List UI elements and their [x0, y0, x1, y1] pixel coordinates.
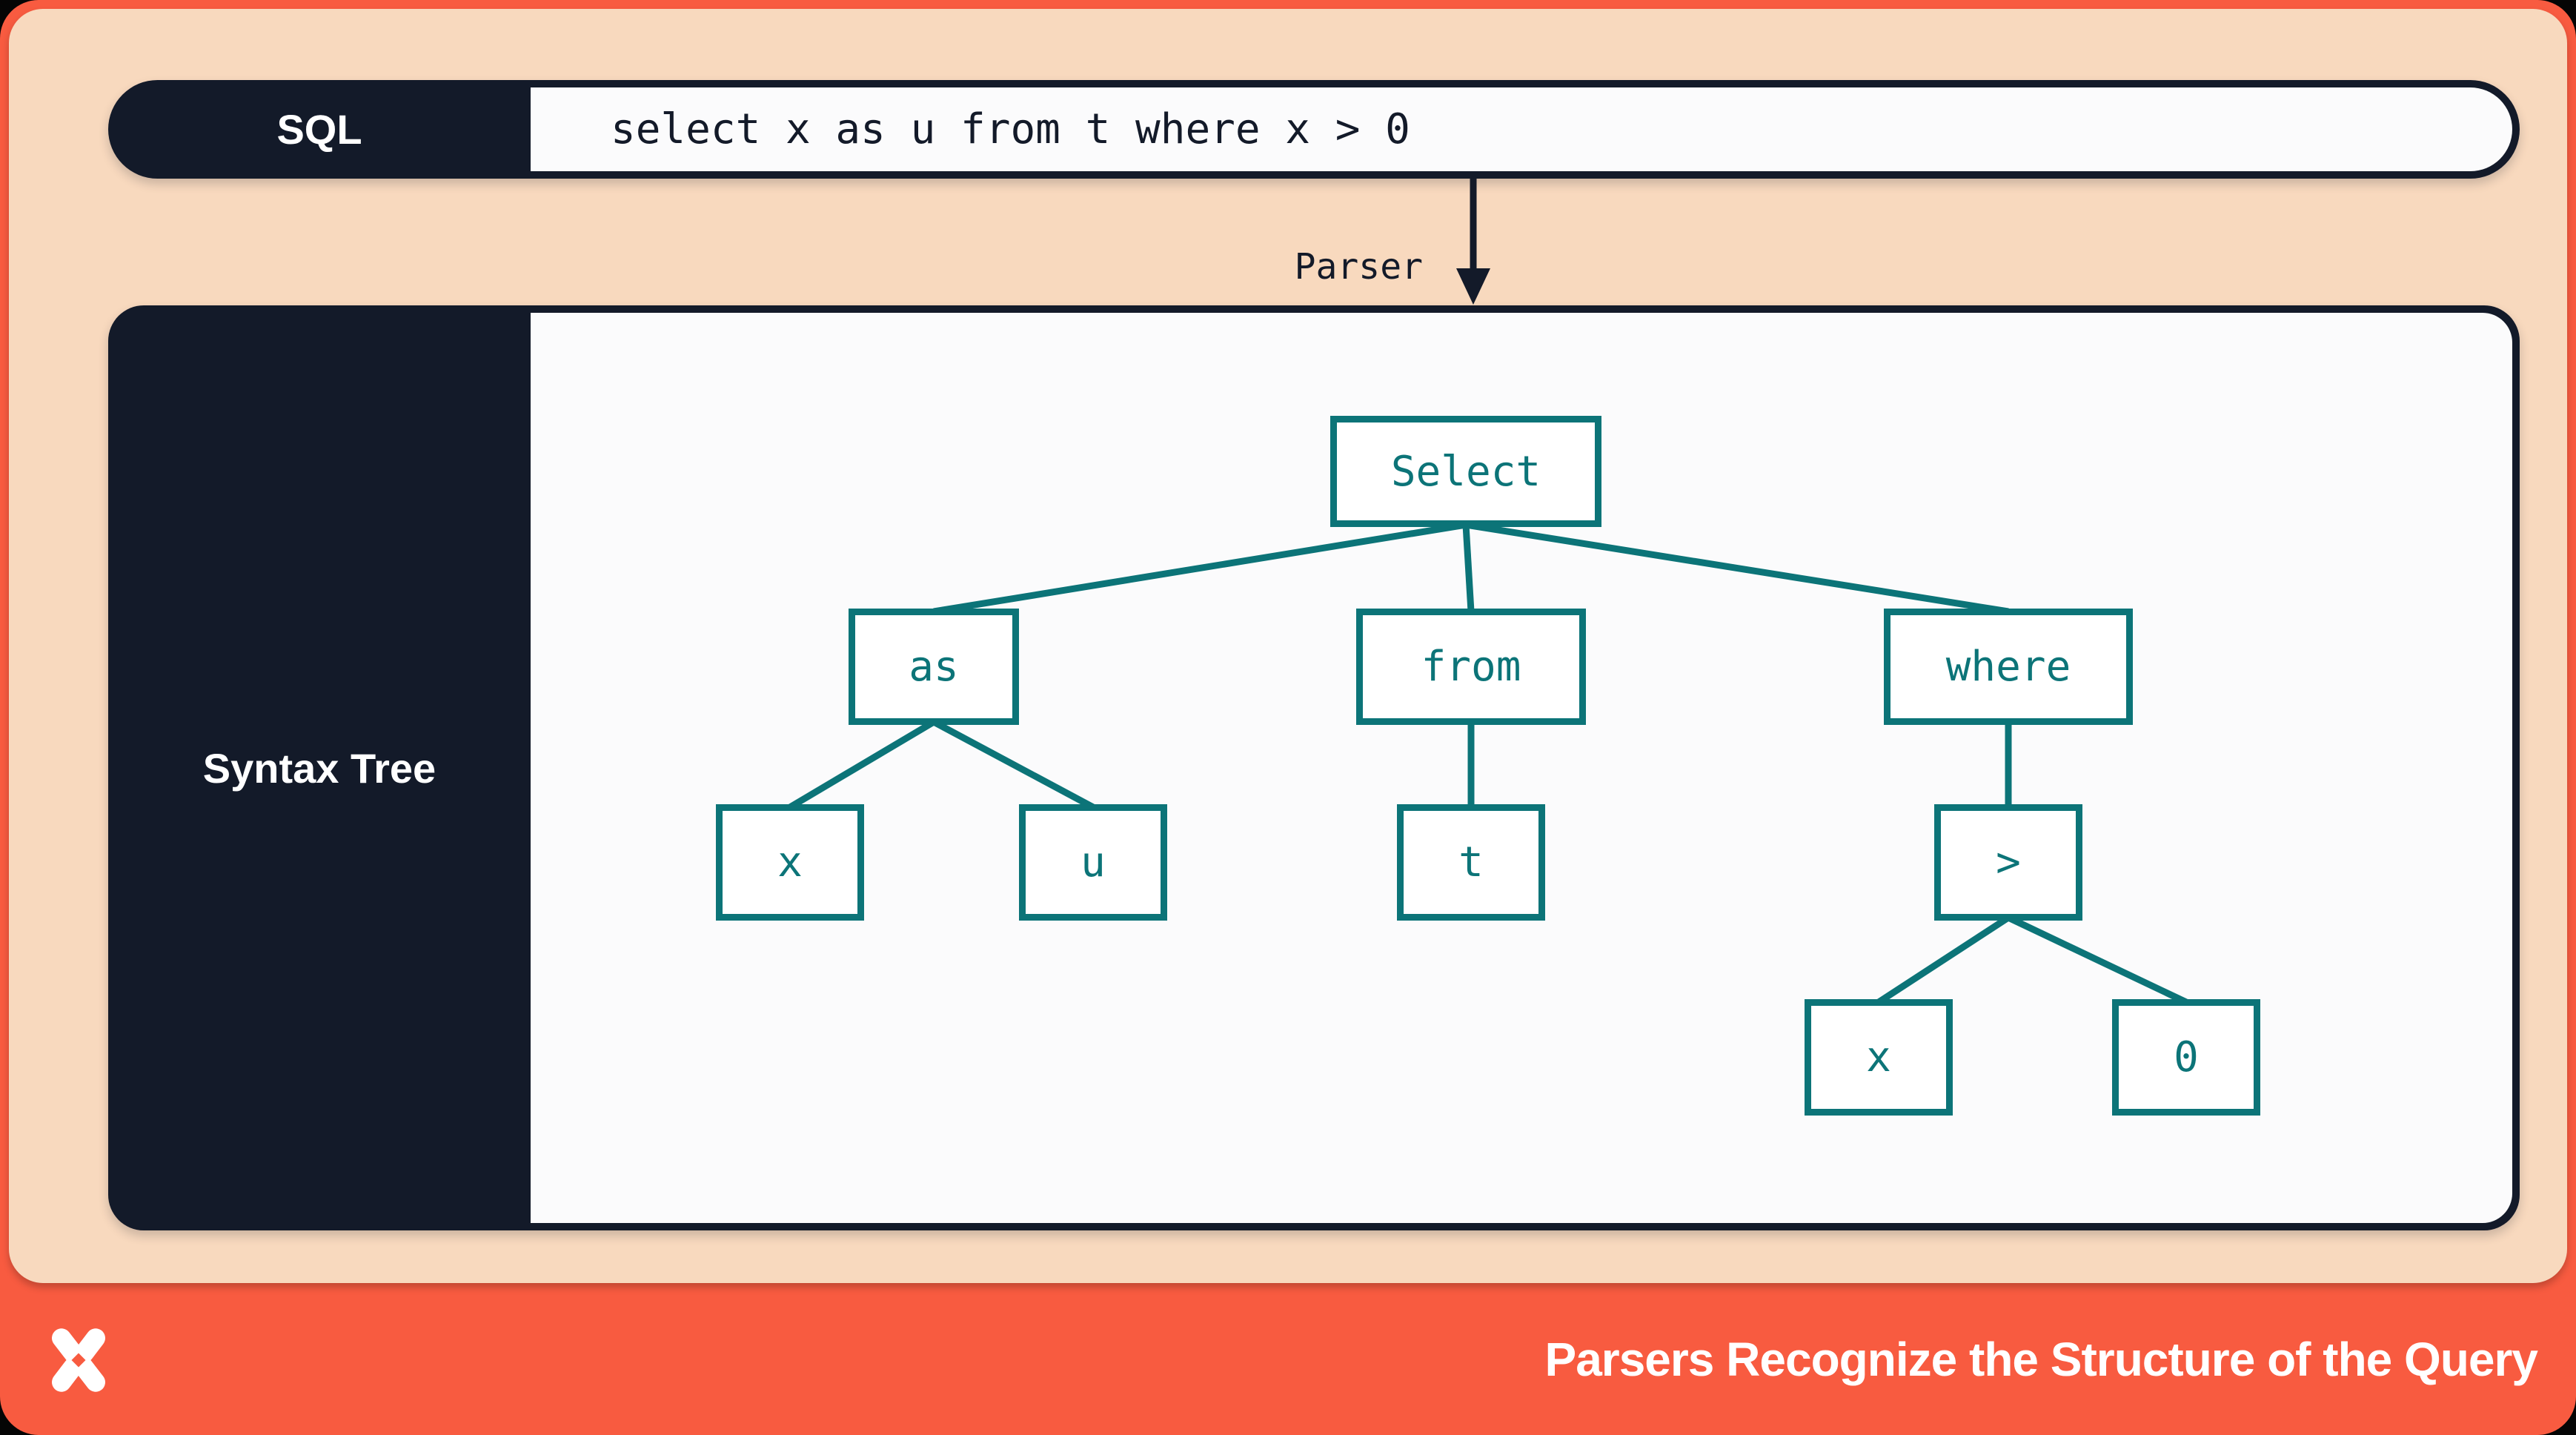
footer-bar: Parsers Recognize the Structure of the Q…: [0, 1283, 2576, 1435]
arrow-down-icon: [1456, 179, 1490, 305]
tree-node-u: u: [1019, 804, 1167, 921]
dolt-pinwheel-logo: [52, 1328, 105, 1392]
parser-label: Parser: [1294, 246, 1423, 288]
tree-node-x-alias: x: [716, 804, 864, 921]
syntax-tree-panel: Syntax Tree Select as from where x u t >…: [108, 305, 2520, 1230]
tree-node-as: as: [849, 609, 1019, 725]
tree-node-gt: >: [1934, 804, 2082, 921]
tree-edges: [788, 521, 2188, 1006]
tree-node-zero: 0: [2112, 999, 2260, 1116]
sql-query-text: select x as u from t where x > 0: [531, 87, 2512, 171]
sql-bar: SQL select x as u from t where x > 0: [108, 80, 2520, 179]
sql-bar-label: SQL: [276, 106, 362, 153]
syntax-tree-label: Syntax Tree: [202, 744, 436, 792]
tree-node-from: from: [1356, 609, 1586, 725]
tree-node-where: where: [1884, 609, 2133, 725]
tree-node-t: t: [1397, 804, 1545, 921]
tree-node-select: Select: [1330, 416, 1601, 527]
footer-title: Parsers Recognize the Structure of the Q…: [1544, 1332, 2538, 1386]
tree-node-x-operand: x: [1805, 999, 1953, 1116]
